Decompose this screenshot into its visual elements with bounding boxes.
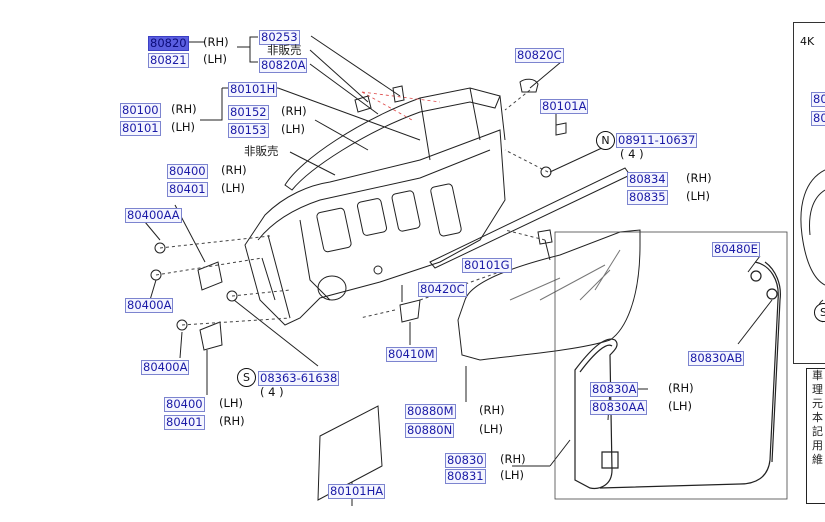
side-note: 車 理 元 本 記 用 維 <box>806 368 825 504</box>
side-lh: (LH) <box>219 396 244 410</box>
note-char: 記 <box>812 425 823 438</box>
part-08911-10637[interactable]: 08911-10637 <box>616 133 698 148</box>
note-char: 本 <box>812 411 823 424</box>
side-rh: (RH) <box>221 163 247 177</box>
part-80834[interactable]: 80834 <box>627 172 668 187</box>
part-80420C[interactable]: 80420C <box>418 282 467 297</box>
side-lh: (LH) <box>203 52 228 66</box>
part-80153[interactable]: 80153 <box>228 123 269 138</box>
part-80253[interactable]: 80253 <box>259 30 300 45</box>
side-lh: (LH) <box>668 399 693 413</box>
not-for-sale-note: 非販売 <box>267 43 302 57</box>
side-lh: (LH) <box>500 468 525 482</box>
inset-part-1[interactable]: 80 <box>811 92 825 107</box>
nut-symbol: N <box>596 131 615 150</box>
note-char: 用 <box>812 439 823 452</box>
part-80152[interactable]: 80152 <box>228 105 269 120</box>
quantity: ( 4 ) <box>260 385 284 399</box>
side-rh: (RH) <box>171 102 197 116</box>
side-rh: (RH) <box>203 35 229 49</box>
side-rh: (RH) <box>479 403 505 417</box>
part-80835[interactable]: 80835 <box>627 190 668 205</box>
variant-tag: 4K <box>800 35 815 48</box>
part-80400A-lower[interactable]: 80400A <box>141 360 190 375</box>
side-rh: (RH) <box>686 171 712 185</box>
note-char: 元 <box>812 397 823 410</box>
inset-part-2[interactable]: 80 <box>811 111 825 126</box>
part-08363-61638[interactable]: 08363-61638 <box>258 371 340 386</box>
part-80820A[interactable]: 80820A <box>259 58 308 73</box>
part-80101G[interactable]: 80101G <box>462 258 512 273</box>
part-80820[interactable]: 80820 <box>148 36 189 51</box>
part-80101[interactable]: 80101 <box>120 121 161 136</box>
side-lh: (LH) <box>221 181 246 195</box>
part-80401[interactable]: 80401 <box>167 182 208 197</box>
note-char: 理 <box>812 383 823 396</box>
part-80830A[interactable]: 80830A <box>590 382 639 397</box>
screw-symbol: S <box>237 368 256 387</box>
part-80100[interactable]: 80100 <box>120 103 161 118</box>
quantity: ( 4 ) <box>620 147 644 161</box>
note-char: 維 <box>812 453 823 466</box>
part-80400[interactable]: 80400 <box>167 164 208 179</box>
part-80401-lower[interactable]: 80401 <box>164 415 205 430</box>
part-80831[interactable]: 80831 <box>445 469 486 484</box>
note-char: 車 <box>812 369 823 382</box>
part-80410M[interactable]: 80410M <box>386 347 437 362</box>
part-80830AB[interactable]: 80830AB <box>688 351 745 366</box>
part-80400AA[interactable]: 80400AA <box>125 208 182 223</box>
side-rh: (RH) <box>219 414 245 428</box>
side-rh: (RH) <box>500 452 526 466</box>
part-80880N[interactable]: 80880N <box>405 423 455 438</box>
part-80101HA[interactable]: 80101HA <box>328 484 386 499</box>
part-80820C[interactable]: 80820C <box>515 48 564 63</box>
side-lh: (LH) <box>171 120 196 134</box>
part-80101H[interactable]: 80101H <box>228 82 278 97</box>
inset-screw-symbol: S <box>814 303 825 322</box>
part-80480E[interactable]: 80480E <box>712 242 760 257</box>
part-80400-lower[interactable]: 80400 <box>164 397 205 412</box>
part-80830[interactable]: 80830 <box>445 453 486 468</box>
side-rh: (RH) <box>668 381 694 395</box>
part-80101A[interactable]: 80101A <box>540 99 589 114</box>
not-for-sale-note: 非販売 <box>244 144 279 158</box>
side-lh: (LH) <box>479 422 504 436</box>
inset-panel <box>793 22 825 364</box>
side-rh: (RH) <box>281 104 307 118</box>
part-80880M[interactable]: 80880M <box>405 404 456 419</box>
part-80400A[interactable]: 80400A <box>125 298 174 313</box>
side-lh: (LH) <box>281 122 306 136</box>
part-80830AA[interactable]: 80830AA <box>590 400 647 415</box>
side-lh: (LH) <box>686 189 711 203</box>
part-80821[interactable]: 80821 <box>148 53 189 68</box>
